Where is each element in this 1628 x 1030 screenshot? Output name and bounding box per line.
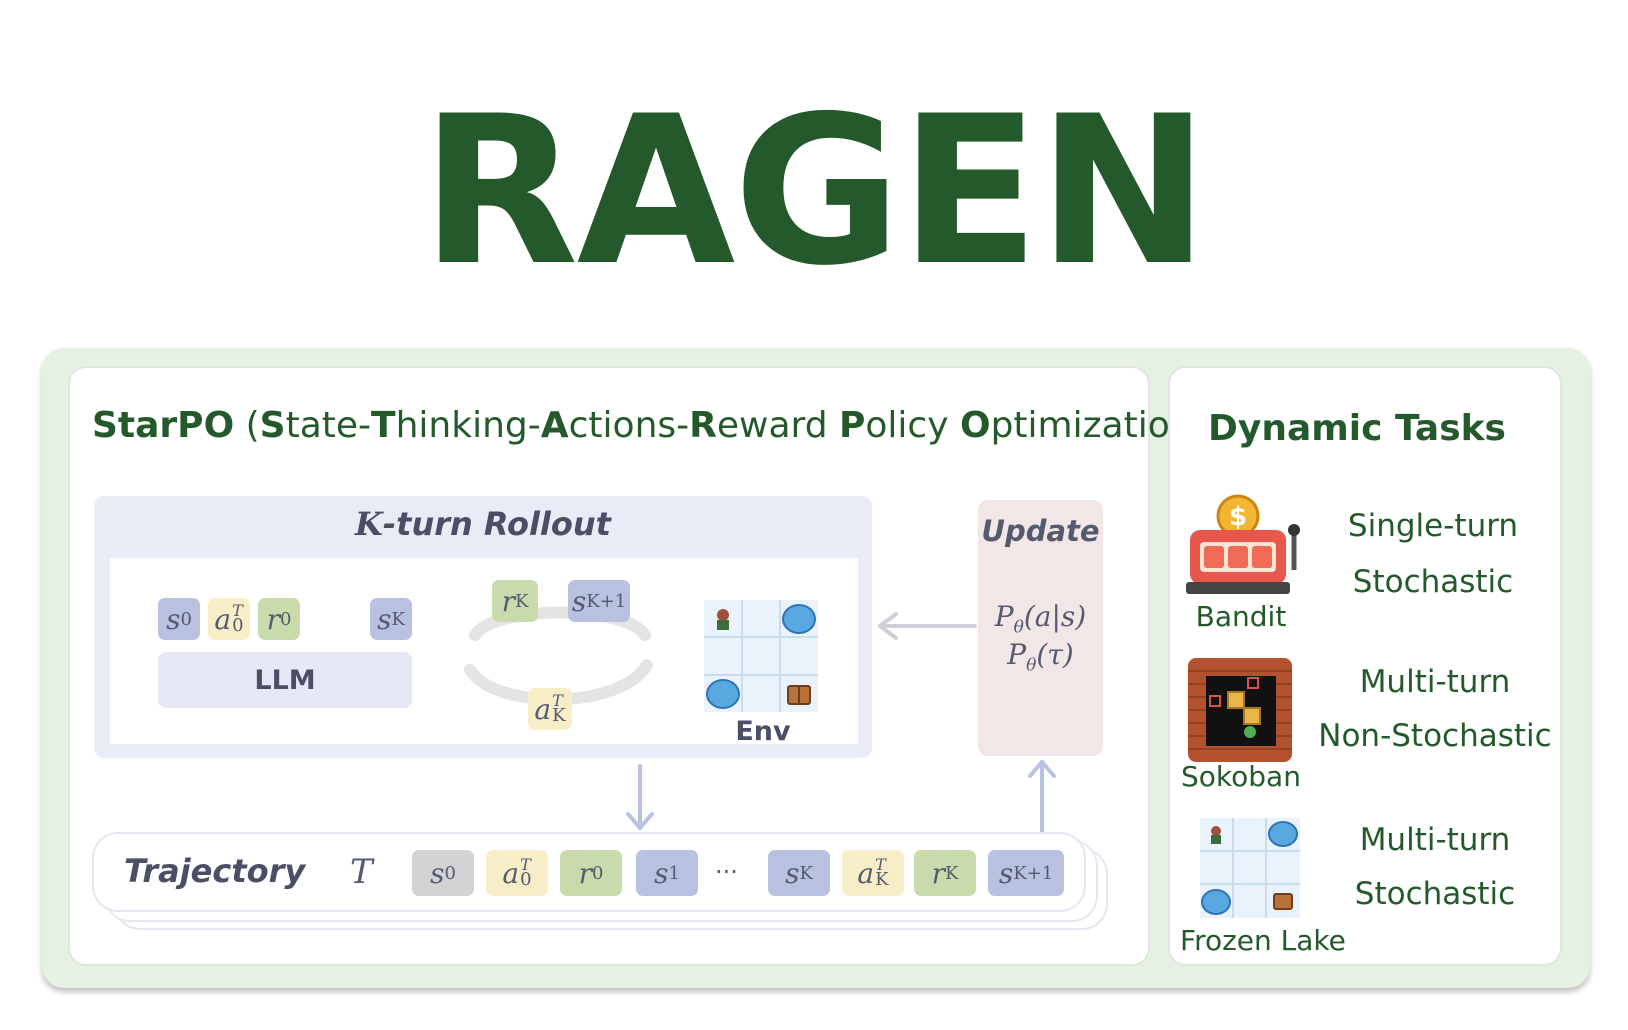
slot-machine-icon: $ bbox=[1186, 494, 1300, 594]
task-sokoban-line1: Multi-turn bbox=[1359, 664, 1511, 700]
task-frozen-lake-name: Frozen Lake bbox=[1180, 924, 1346, 957]
task-frozen-lake-line1: Multi-turn bbox=[1359, 822, 1511, 858]
policy-formula-action: Pθ(a|s) bbox=[994, 600, 1087, 638]
update-box bbox=[978, 500, 1103, 756]
page-title: RAGEN bbox=[420, 73, 1209, 311]
dynamic-tasks-title: Dynamic Tasks bbox=[1207, 408, 1506, 449]
task-sokoban-line2: Non-Stochastic bbox=[1318, 718, 1552, 754]
trajectory-ellipsis: ··· bbox=[715, 858, 738, 886]
trajectory-label: Trajectory bbox=[124, 852, 306, 890]
policy-formula-trajectory: Pθ(τ) bbox=[1007, 638, 1074, 676]
llm-box: LLM bbox=[158, 652, 412, 708]
trajectory-symbol: T bbox=[350, 852, 373, 892]
starpo-title: StarPO (State-Thinking-Actions-Reward Po… bbox=[92, 405, 1207, 446]
task-bandit-line2: Stochastic bbox=[1352, 564, 1514, 600]
task-frozen-lake-line2: Stochastic bbox=[1354, 876, 1516, 912]
svg-text:$: $ bbox=[1229, 502, 1247, 532]
starpo-name: StarPO bbox=[92, 405, 235, 446]
task-sokoban-name: Sokoban bbox=[1181, 760, 1301, 793]
frozen-lake-icon bbox=[1200, 818, 1300, 918]
rollout-title: K-turn Rollout bbox=[355, 505, 611, 543]
env-label: Env bbox=[735, 716, 791, 747]
task-bandit-name: Bandit bbox=[1195, 600, 1287, 633]
frozen-lake-env-icon bbox=[704, 600, 818, 712]
update-title: Update bbox=[981, 514, 1100, 548]
sokoban-icon bbox=[1188, 658, 1292, 762]
task-bandit-line1: Single-turn bbox=[1347, 508, 1519, 544]
